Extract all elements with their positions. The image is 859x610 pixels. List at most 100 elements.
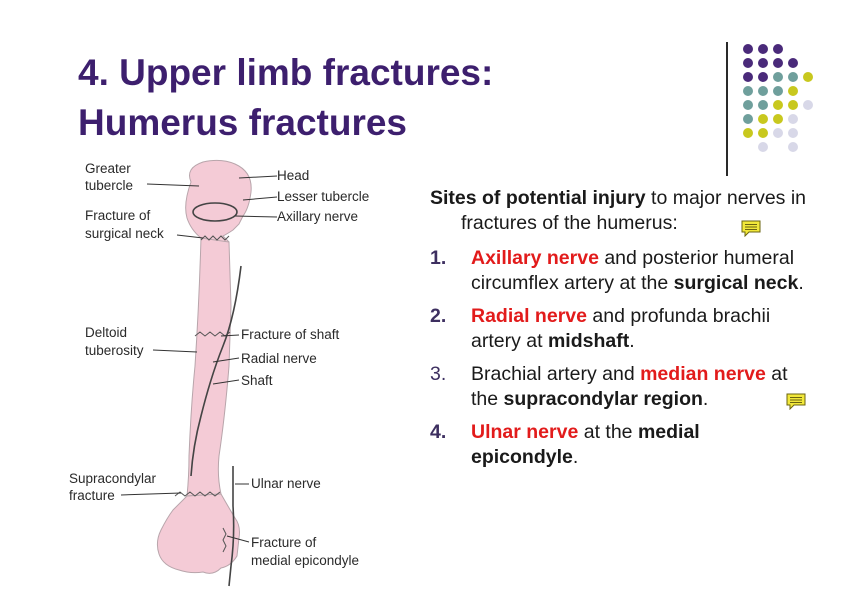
- dot: [758, 128, 768, 138]
- label-supracondylar-fracture-1: Supracondylar: [69, 471, 157, 486]
- humerus-svg: Greater tubercle Head Lesser tubercle Ax…: [69, 159, 369, 587]
- dot: [773, 58, 783, 68]
- humerus-diagram: Greater tubercle Head Lesser tubercle Ax…: [63, 156, 395, 592]
- list-item: 2. Radial nerve and profunda brachii art…: [430, 304, 810, 354]
- leader-shaft: [212, 379, 240, 385]
- dot: [758, 58, 768, 68]
- content-text: Sites of potential injury to major nerve…: [430, 186, 810, 478]
- leader-medial-epicondyle: [226, 535, 250, 543]
- list-number: 4.: [430, 421, 447, 443]
- label-head: Head: [277, 168, 309, 183]
- dot: [743, 86, 753, 96]
- dot: [758, 142, 768, 152]
- dot: [743, 58, 753, 68]
- label-fracture-medial-epicondyle-2: medial epicondyle: [251, 553, 359, 568]
- item-text: .: [798, 272, 804, 294]
- item-text: .: [572, 446, 579, 468]
- dot: [803, 72, 813, 82]
- slide-title: 4. Upper limb fractures: Humerus fractur…: [78, 48, 698, 148]
- leader-head: [238, 175, 278, 179]
- item-text: Brachial artery and: [471, 363, 641, 385]
- dot: [743, 114, 753, 124]
- list-number: 1.: [430, 247, 447, 269]
- label-lesser-tubercle: Lesser tubercle: [277, 189, 369, 204]
- dot: [788, 86, 798, 96]
- leader-axillary-nerve: [234, 215, 278, 218]
- dot: [788, 128, 798, 138]
- intro-paragraph: Sites of potential injury to major nerve…: [430, 186, 810, 236]
- dot: [788, 100, 798, 110]
- item-text: and profunda brachii artery at: [471, 305, 771, 352]
- radial-nerve: [190, 265, 242, 477]
- intro-bold: Sites of potential injury: [430, 187, 646, 209]
- note-icon[interactable]: [741, 220, 761, 237]
- item-site: supracondylar region: [503, 388, 703, 410]
- dot: [743, 72, 753, 82]
- dot: [758, 72, 768, 82]
- label-fracture-surgical-neck-2: surgical neck: [85, 226, 164, 241]
- fracture-supracondylar-line: [174, 491, 221, 497]
- label-supracondylar-fracture-2: fracture: [69, 488, 115, 503]
- vertical-divider: [726, 42, 728, 176]
- dot: [773, 114, 783, 124]
- label-greater-tubercle-2: tubercle: [85, 178, 133, 193]
- nerve-name: median nerve: [640, 363, 766, 385]
- leader-supracondylar: [120, 492, 182, 496]
- nerve-name: Axillary nerve: [471, 247, 599, 269]
- dot: [773, 100, 783, 110]
- title-line-2: Humerus fractures: [78, 102, 408, 143]
- label-deltoid-tuberosity-1: Deltoid: [85, 325, 127, 340]
- note-icon[interactable]: [786, 393, 806, 410]
- dot: [743, 128, 753, 138]
- dot: [758, 100, 768, 110]
- list-number: 2.: [430, 305, 447, 327]
- label-fracture-surgical-neck-1: Fracture of: [85, 208, 151, 223]
- dot: [743, 44, 753, 54]
- ulnar-nerve: [228, 466, 235, 587]
- intro-rest: to major nerves in fractures of the hume…: [461, 187, 807, 234]
- dot: [758, 86, 768, 96]
- title-line-1: 4. Upper limb fractures:: [78, 52, 494, 93]
- label-shaft: Shaft: [241, 373, 273, 388]
- item-site: midshaft: [547, 330, 630, 352]
- list-number: 3.: [430, 363, 447, 385]
- dot: [773, 128, 783, 138]
- nerve-name: Radial nerve: [471, 305, 587, 327]
- injury-list: 1. Axillary nerve and posterior humeral …: [430, 246, 810, 470]
- item-text: .: [629, 330, 635, 352]
- list-item: 4. Ulnar nerve at the medial epicondyle.: [430, 420, 810, 470]
- label-greater-tubercle-1: Greater: [85, 161, 131, 176]
- item-text: at the: [578, 421, 638, 443]
- nerve-name: Ulnar nerve: [471, 421, 579, 443]
- dot: [743, 100, 753, 110]
- dot: [758, 114, 768, 124]
- list-item: 1. Axillary nerve and posterior humeral …: [430, 246, 810, 296]
- dot: [758, 44, 768, 54]
- item-text: and posterior humeral circumflex artery …: [471, 247, 795, 294]
- label-axillary-nerve: Axillary nerve: [277, 209, 358, 224]
- dot: [803, 100, 813, 110]
- dot: [773, 72, 783, 82]
- axillary-nerve: [192, 202, 238, 222]
- label-fracture-medial-epicondyle-1: Fracture of: [251, 535, 317, 550]
- item-site: medial epicondyle: [471, 421, 700, 468]
- label-ulnar-nerve: Ulnar nerve: [251, 476, 321, 491]
- label-fracture-of-shaft: Fracture of shaft: [241, 327, 340, 342]
- humerus-distal-end: [156, 493, 240, 574]
- item-text: .: [702, 388, 709, 410]
- item-site: surgical neck: [673, 272, 799, 294]
- fracture-surgical-neck-line: [200, 235, 230, 241]
- label-deltoid-tuberosity-2: tuberosity: [85, 343, 144, 358]
- item-text: at the: [471, 363, 788, 410]
- leader-lesser-tubercle: [242, 196, 278, 201]
- dot: [773, 44, 783, 54]
- label-radial-nerve: Radial nerve: [241, 351, 317, 366]
- leader-radial-nerve: [212, 357, 240, 363]
- leader-deltoid-tuberosity: [152, 349, 198, 353]
- leader-greater-tubercle: [146, 183, 200, 187]
- dot: [773, 86, 783, 96]
- dot: [788, 114, 798, 124]
- dot: [788, 142, 798, 152]
- dot: [788, 58, 798, 68]
